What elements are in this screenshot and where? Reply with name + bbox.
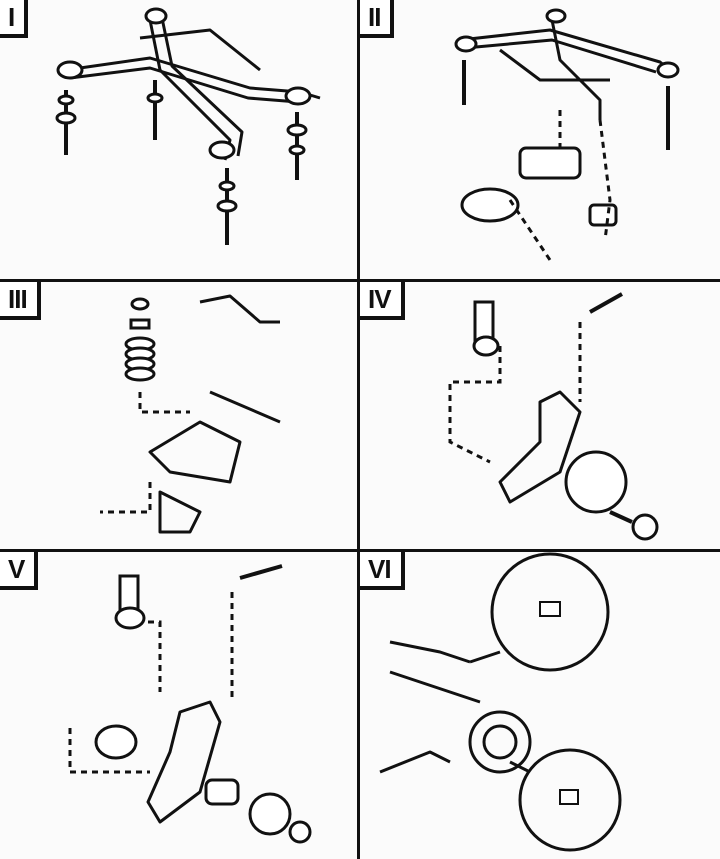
vertical-divider	[357, 0, 360, 859]
panel-label: VI	[360, 552, 405, 590]
subframe-drawing	[55, 7, 321, 245]
knuckle-hub-drawing	[448, 292, 659, 541]
spring-arm-drawing	[100, 294, 281, 534]
panel-label: V	[0, 552, 39, 590]
panel-label: IV	[360, 282, 405, 320]
horizontal-divider-top	[0, 279, 720, 282]
assembled-suspension-drawing	[379, 552, 622, 852]
horizontal-divider-bottom	[0, 549, 720, 552]
panel-label: III	[0, 282, 41, 320]
panel-iii: III	[0, 282, 358, 550]
panel-ii: II	[360, 0, 720, 280]
panel-v: V	[0, 552, 358, 859]
subframe-exploded-drawing	[454, 8, 680, 261]
knuckle-exploded-drawing	[68, 564, 312, 844]
panel-vi: VI	[360, 552, 720, 859]
panel-iv: IV	[360, 282, 720, 550]
panel-label: I	[0, 0, 29, 38]
panel-i: I	[0, 0, 358, 280]
panel-label: II	[360, 0, 395, 38]
